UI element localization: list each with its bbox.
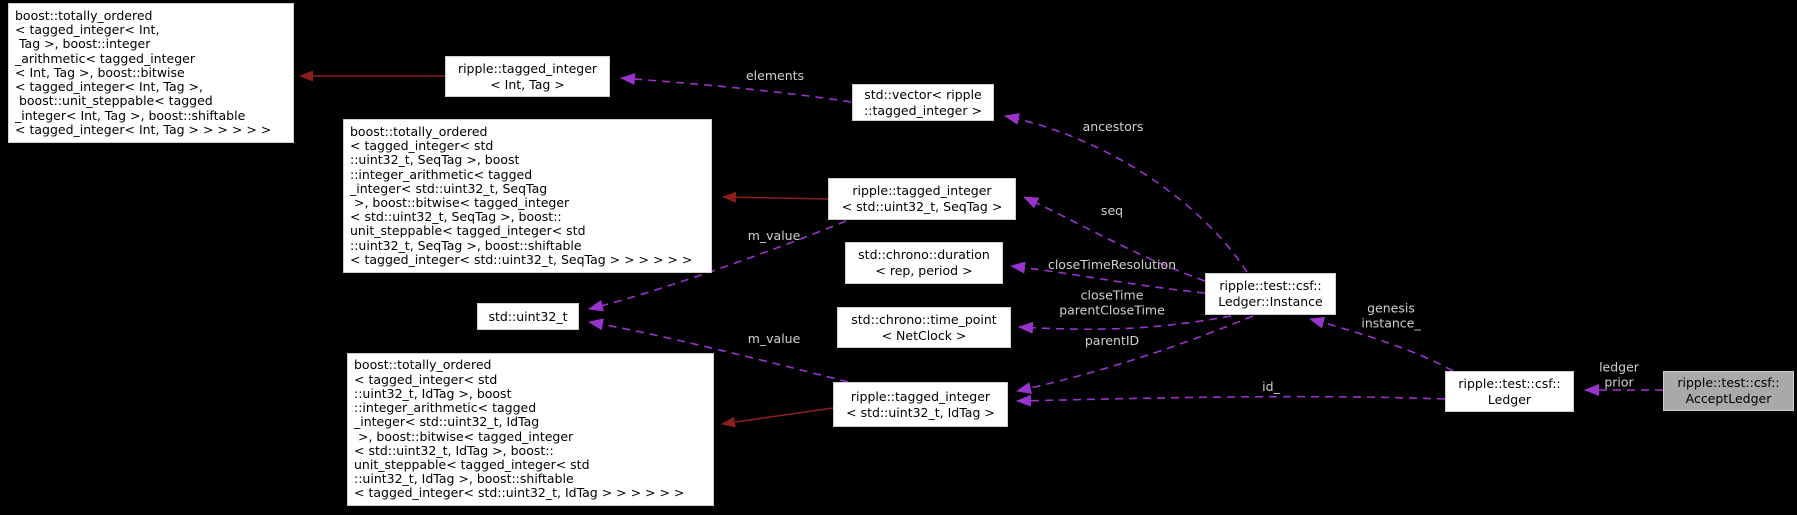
node-ripple-tagged-integer-idtag[interactable]: ripple::tagged_integer < std::uint32_t, …: [833, 382, 1008, 427]
edge-ancestors: [1004, 113, 1248, 273]
node-boost-totally-ordered-int-tag[interactable]: boost::totally_ordered < tagged_integer<…: [8, 3, 294, 143]
node-std-vector[interactable]: std::vector< ripple ::tagged_integer >: [852, 84, 994, 121]
node-std-chrono-time-point[interactable]: std::chrono::time_point < NetClock >: [837, 307, 1011, 348]
node-std-chrono-duration-label: std::chrono::duration < rep, period >: [858, 247, 990, 278]
edge-label-ledger-prior: ledger prior: [1599, 359, 1639, 389]
edge-mvalue-seq: [588, 220, 847, 312]
node-std-uint32-t-label: std::uint32_t: [488, 308, 568, 324]
edge-label-genesis-instance: genesis instance_: [1361, 300, 1421, 330]
edge-closetime-parentclosetime: [1018, 315, 1232, 334]
edge-genesis-instance: [1309, 316, 1454, 372]
node-ripple-tagged-integer-int-tag[interactable]: ripple::tagged_integer < Int, Tag >: [445, 56, 610, 97]
node-std-chrono-time-point-label: std::chrono::time_point < NetClock >: [851, 311, 997, 343]
edge-label-ancestors: ancestors: [1082, 118, 1144, 134]
node-ripple-tagged-integer-seqtag-label: ripple::tagged_integer < std::uint32_t, …: [841, 183, 1003, 214]
edge-seq: [1023, 196, 1206, 282]
edge-label-id: id_: [1262, 378, 1280, 394]
node-std-chrono-duration[interactable]: std::chrono::duration < rep, period >: [845, 242, 1003, 284]
node-ledger-instance-label: ripple::test::csf:: Ledger::Instance: [1218, 278, 1323, 309]
edge-inherit-tagged-seqtag: [722, 191, 829, 203]
edge-parentid: [1016, 315, 1254, 394]
node-acceptledger-label: ripple::test::csf:: AcceptLedger: [1677, 375, 1780, 406]
edge-label-closetime-parentclosetime: closeTime parentCloseTime: [1059, 287, 1165, 317]
edge-elements: [620, 73, 852, 103]
node-ripple-tagged-integer-idtag-label: ripple::tagged_integer < std::uint32_t, …: [846, 388, 995, 420]
edge-mvalue-id: [588, 318, 849, 383]
edge-label-elements: elements: [745, 67, 805, 83]
node-acceptledger-current: ripple::test::csf:: AcceptLedger: [1663, 371, 1794, 411]
edge-closetimeresolution: [1010, 261, 1206, 294]
node-ripple-tagged-integer-int-tag-label: ripple::tagged_integer < Int, Tag >: [457, 60, 598, 92]
node-boost-totally-ordered-int-tag-label: boost::totally_ordered < tagged_integer<…: [15, 8, 272, 137]
edge-label-mvalue-seq: m_value: [747, 227, 801, 243]
node-std-uint32-t[interactable]: std::uint32_t: [477, 303, 579, 330]
node-ledger[interactable]: ripple::test::csf:: Ledger: [1445, 371, 1574, 412]
node-ledger-label: ripple::test::csf:: Ledger: [1458, 375, 1561, 407]
node-ripple-tagged-integer-seqtag[interactable]: ripple::tagged_integer < std::uint32_t, …: [828, 178, 1016, 220]
edge-label-closetimeresolution: closeTimeResolution: [1047, 256, 1177, 272]
node-boost-totally-ordered-seqtag-label: boost::totally_ordered < tagged_integer<…: [350, 123, 693, 267]
node-boost-totally-ordered-idtag[interactable]: boost::totally_ordered < tagged_integer<…: [347, 353, 714, 506]
node-boost-totally-ordered-seqtag[interactable]: boost::totally_ordered < tagged_integer<…: [343, 119, 712, 273]
edge-label-mvalue-id: m_value: [747, 330, 801, 346]
edge-id: [1016, 394, 1446, 407]
node-ledger-instance[interactable]: ripple::test::csf:: Ledger::Instance: [1205, 273, 1336, 315]
node-std-vector-label: std::vector< ripple ::tagged_integer >: [864, 86, 982, 118]
edge-label-seq: seq: [1100, 202, 1124, 218]
edge-label-parentid: parentID: [1084, 332, 1140, 348]
node-boost-totally-ordered-idtag-label: boost::totally_ordered < tagged_integer<…: [354, 357, 685, 501]
edge-inherit-tagged-idtag: [721, 407, 834, 428]
